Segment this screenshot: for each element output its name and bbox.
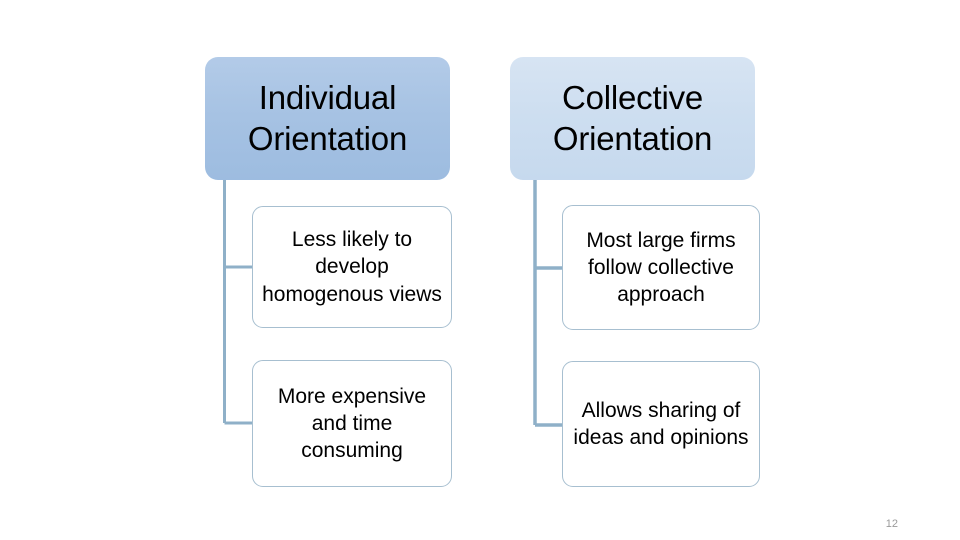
child-box-collective-2[interactable]: Allows sharing of ideas and opinions	[562, 361, 760, 487]
page-number: 12	[885, 518, 898, 530]
child-box-individual-2[interactable]: More expensive and time consuming	[252, 360, 452, 487]
child-label: Most large firms follow collective appro…	[586, 228, 736, 307]
child-box-collective-1[interactable]: Most large firms follow collective appro…	[562, 205, 760, 330]
child-label: Less likely to develop homogenous views	[262, 228, 442, 306]
child-box-individual-1[interactable]: Less likely to develop homogenous views	[252, 206, 452, 328]
child-label: Allows sharing of ideas and opinions	[573, 398, 749, 449]
diagram-column-individual-orientation: Individual Orientation Less likely to de…	[195, 0, 495, 540]
header-box-collective-orientation[interactable]: Collective Orientation	[510, 57, 755, 180]
child-label: More expensive and time consuming	[277, 384, 427, 463]
header-label: Individual Orientation	[247, 79, 408, 157]
header-box-individual-orientation[interactable]: Individual Orientation	[205, 57, 450, 180]
diagram-column-collective-orientation: Collective Orientation Most large firms …	[500, 0, 800, 540]
header-label: Collective Orientation	[552, 79, 713, 157]
